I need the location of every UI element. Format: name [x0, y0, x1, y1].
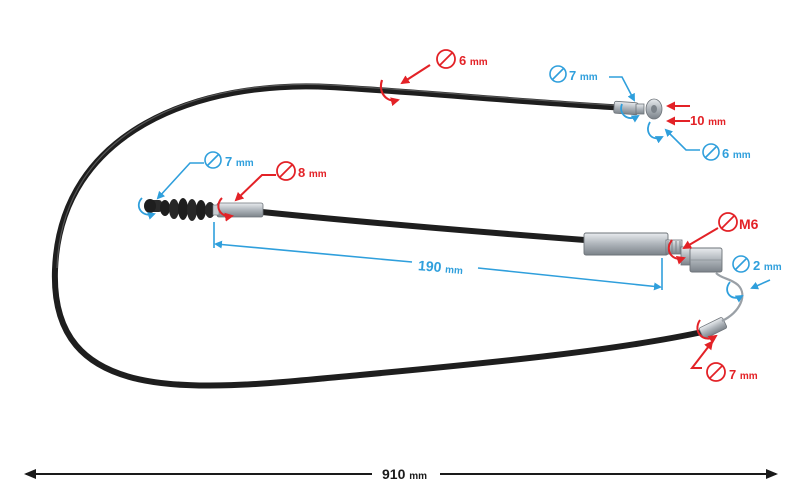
diameter-symbol-icon — [702, 143, 720, 161]
diameter-symbol-icon — [718, 212, 738, 232]
rotation-arrow-icon — [379, 79, 400, 107]
rotation-arrow-icon — [217, 197, 234, 222]
rotation-arrow-icon — [137, 197, 156, 220]
inner-wire-label: 2 mm — [753, 258, 782, 273]
annotation-top-nipple: 6 mm — [647, 121, 751, 161]
overall-length-label: 910 mm — [382, 466, 427, 482]
annotation-left-end: 7 mm — [137, 151, 254, 220]
pointer-arrow-icon — [682, 227, 719, 250]
left-end-nipple — [144, 199, 162, 213]
inner-wire — [715, 272, 744, 322]
diameter-symbol-icon — [706, 362, 726, 382]
inner-sheath — [259, 209, 588, 243]
pointer-arrow-icon — [214, 240, 413, 263]
pointer-arrow-icon — [750, 279, 771, 290]
left-ferrule — [212, 202, 264, 218]
rotation-arrow-icon — [726, 281, 744, 303]
diameter-symbol-icon — [732, 255, 750, 273]
pointer-arrow-icon — [664, 128, 700, 151]
inner-length-label: 190 mm — [417, 257, 463, 277]
dimension-910: 910 mm — [24, 466, 778, 482]
top-nipple — [645, 98, 663, 120]
outer-sheath — [51, 83, 710, 389]
outer-sheath-label: 6 mm — [459, 53, 488, 68]
annotation-inner-wire: 2 mm — [726, 255, 782, 303]
rotation-arrow-icon — [696, 319, 718, 344]
annotation-adjuster-thread: M6 — [667, 212, 759, 265]
rotation-arrow-icon — [620, 103, 640, 123]
top-nipple-label: 6 mm — [722, 146, 751, 161]
rotation-arrow-icon — [647, 121, 664, 144]
annotation-left-ferrule: 8 mm — [217, 161, 327, 222]
adjuster-sleeve — [583, 232, 723, 273]
annotation-outer-sheath: 6 mm — [379, 49, 488, 107]
rubber-bellows — [160, 198, 215, 221]
top-ferrule — [613, 100, 645, 116]
pointer-arrow-icon — [234, 174, 276, 202]
pointer-arrow-icon — [400, 64, 431, 85]
dimension-190: 190 mm — [213, 222, 663, 291]
rotation-arrow-icon — [667, 239, 686, 265]
pointer-arrow-icon — [156, 162, 204, 200]
diameter-symbol-icon — [204, 151, 222, 169]
left-ferrule-label: 8 mm — [298, 165, 327, 180]
diameter-symbol-icon — [436, 49, 456, 69]
top-ferrule-label: 7 mm — [569, 68, 598, 83]
diameter-symbol-icon — [549, 65, 567, 83]
bottom-ferrule — [698, 317, 728, 339]
pointer-arrow-icon — [477, 267, 662, 291]
diameter-symbol-icon — [276, 161, 296, 181]
annotation-top-nipple-length: 10 mm — [666, 101, 726, 128]
pointer-arrow-icon — [689, 340, 714, 369]
annotation-top-ferrule: 7 mm — [549, 65, 640, 123]
adjuster-thread-label: M6 — [739, 216, 759, 232]
annotation-bottom-ferrule: 7 mm — [689, 319, 758, 382]
top-nipple-length-label: 10 mm — [690, 113, 726, 128]
bottom-ferrule-label: 7 mm — [729, 367, 758, 382]
left-end-label: 7 mm — [225, 154, 254, 169]
pointer-arrow-icon — [609, 76, 635, 102]
